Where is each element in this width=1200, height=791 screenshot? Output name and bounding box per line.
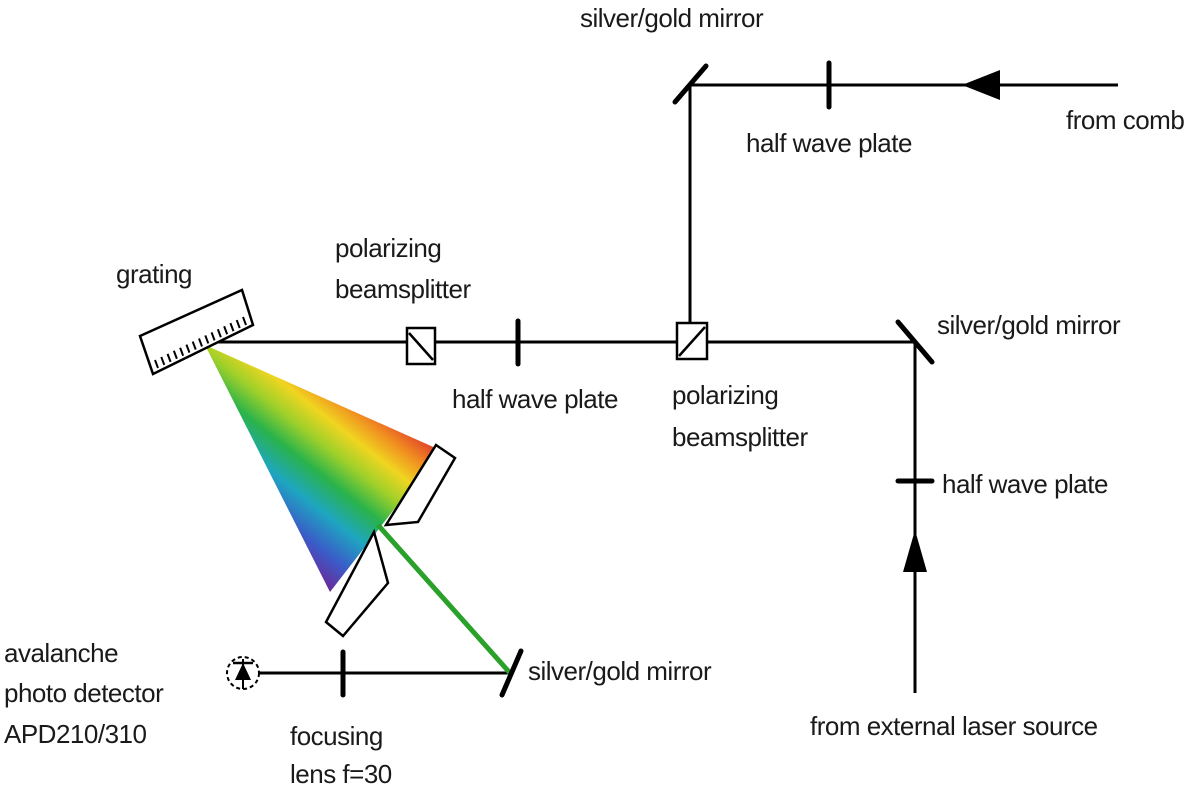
label-pbs-right-line1: polarizing (672, 380, 778, 410)
grating-ruling (229, 322, 235, 332)
arrow-up-icon (903, 530, 927, 572)
label-half-wave-plate-right: half wave plate (942, 469, 1108, 499)
label-pbs-left-line2: beamsplitter (335, 274, 471, 304)
mirror-top (672, 63, 709, 105)
dispersed-spectrum (205, 345, 440, 592)
grating-ruling (216, 328, 222, 338)
mirror-bottom (499, 648, 524, 698)
label-half-wave-plate-mid: half wave plate (452, 384, 618, 414)
grating-ruling (154, 359, 159, 369)
label-half-wave-plate-top: half wave plate (746, 128, 912, 158)
grating-ruling (185, 344, 191, 353)
label-lens-line2: lens f=30 (290, 759, 392, 789)
grating-ruling (179, 347, 185, 357)
label-apd-line1: avalanche (4, 638, 118, 668)
polarizing-beamsplitter-right (675, 321, 709, 361)
label-lens-line1: focusing (290, 721, 383, 751)
grating-ruling (172, 350, 178, 360)
label-grating: grating (116, 259, 192, 289)
beam-selected-wavelength (376, 523, 512, 675)
label-apd-line2: photo detector (4, 678, 164, 708)
polarizing-beamsplitter-left (405, 326, 437, 366)
label-apd-line3: APD210/310 (4, 719, 146, 749)
spectrum-mirror-lower (324, 528, 390, 638)
spectrum-mirror-upper (383, 443, 457, 527)
mirror-right (895, 319, 935, 365)
arrow-left-icon (962, 70, 1000, 100)
label-from-comb: from comb (1066, 105, 1184, 135)
grating-ruling (235, 319, 241, 329)
photodiode-icon (226, 656, 260, 690)
grating-ruling (160, 356, 166, 366)
label-mirror-bottom: silver/gold mirror (528, 656, 712, 686)
label-mirror-right: silver/gold mirror (937, 310, 1121, 340)
grating-ruling (191, 341, 197, 350)
label-external-source: from external laser source (810, 711, 1098, 741)
grating-ruling (204, 335, 210, 344)
grating (138, 288, 255, 376)
grating-ruling (198, 338, 203, 347)
grating-ruling (210, 332, 216, 341)
label-pbs-right-line2: beamsplitter (672, 422, 808, 452)
grating-ruling (242, 316, 247, 326)
grating-ruling (166, 353, 172, 363)
grating-ruling (223, 325, 229, 335)
label-mirror-top: silver/gold mirror (580, 3, 764, 33)
label-pbs-left-line1: polarizing (335, 233, 441, 263)
